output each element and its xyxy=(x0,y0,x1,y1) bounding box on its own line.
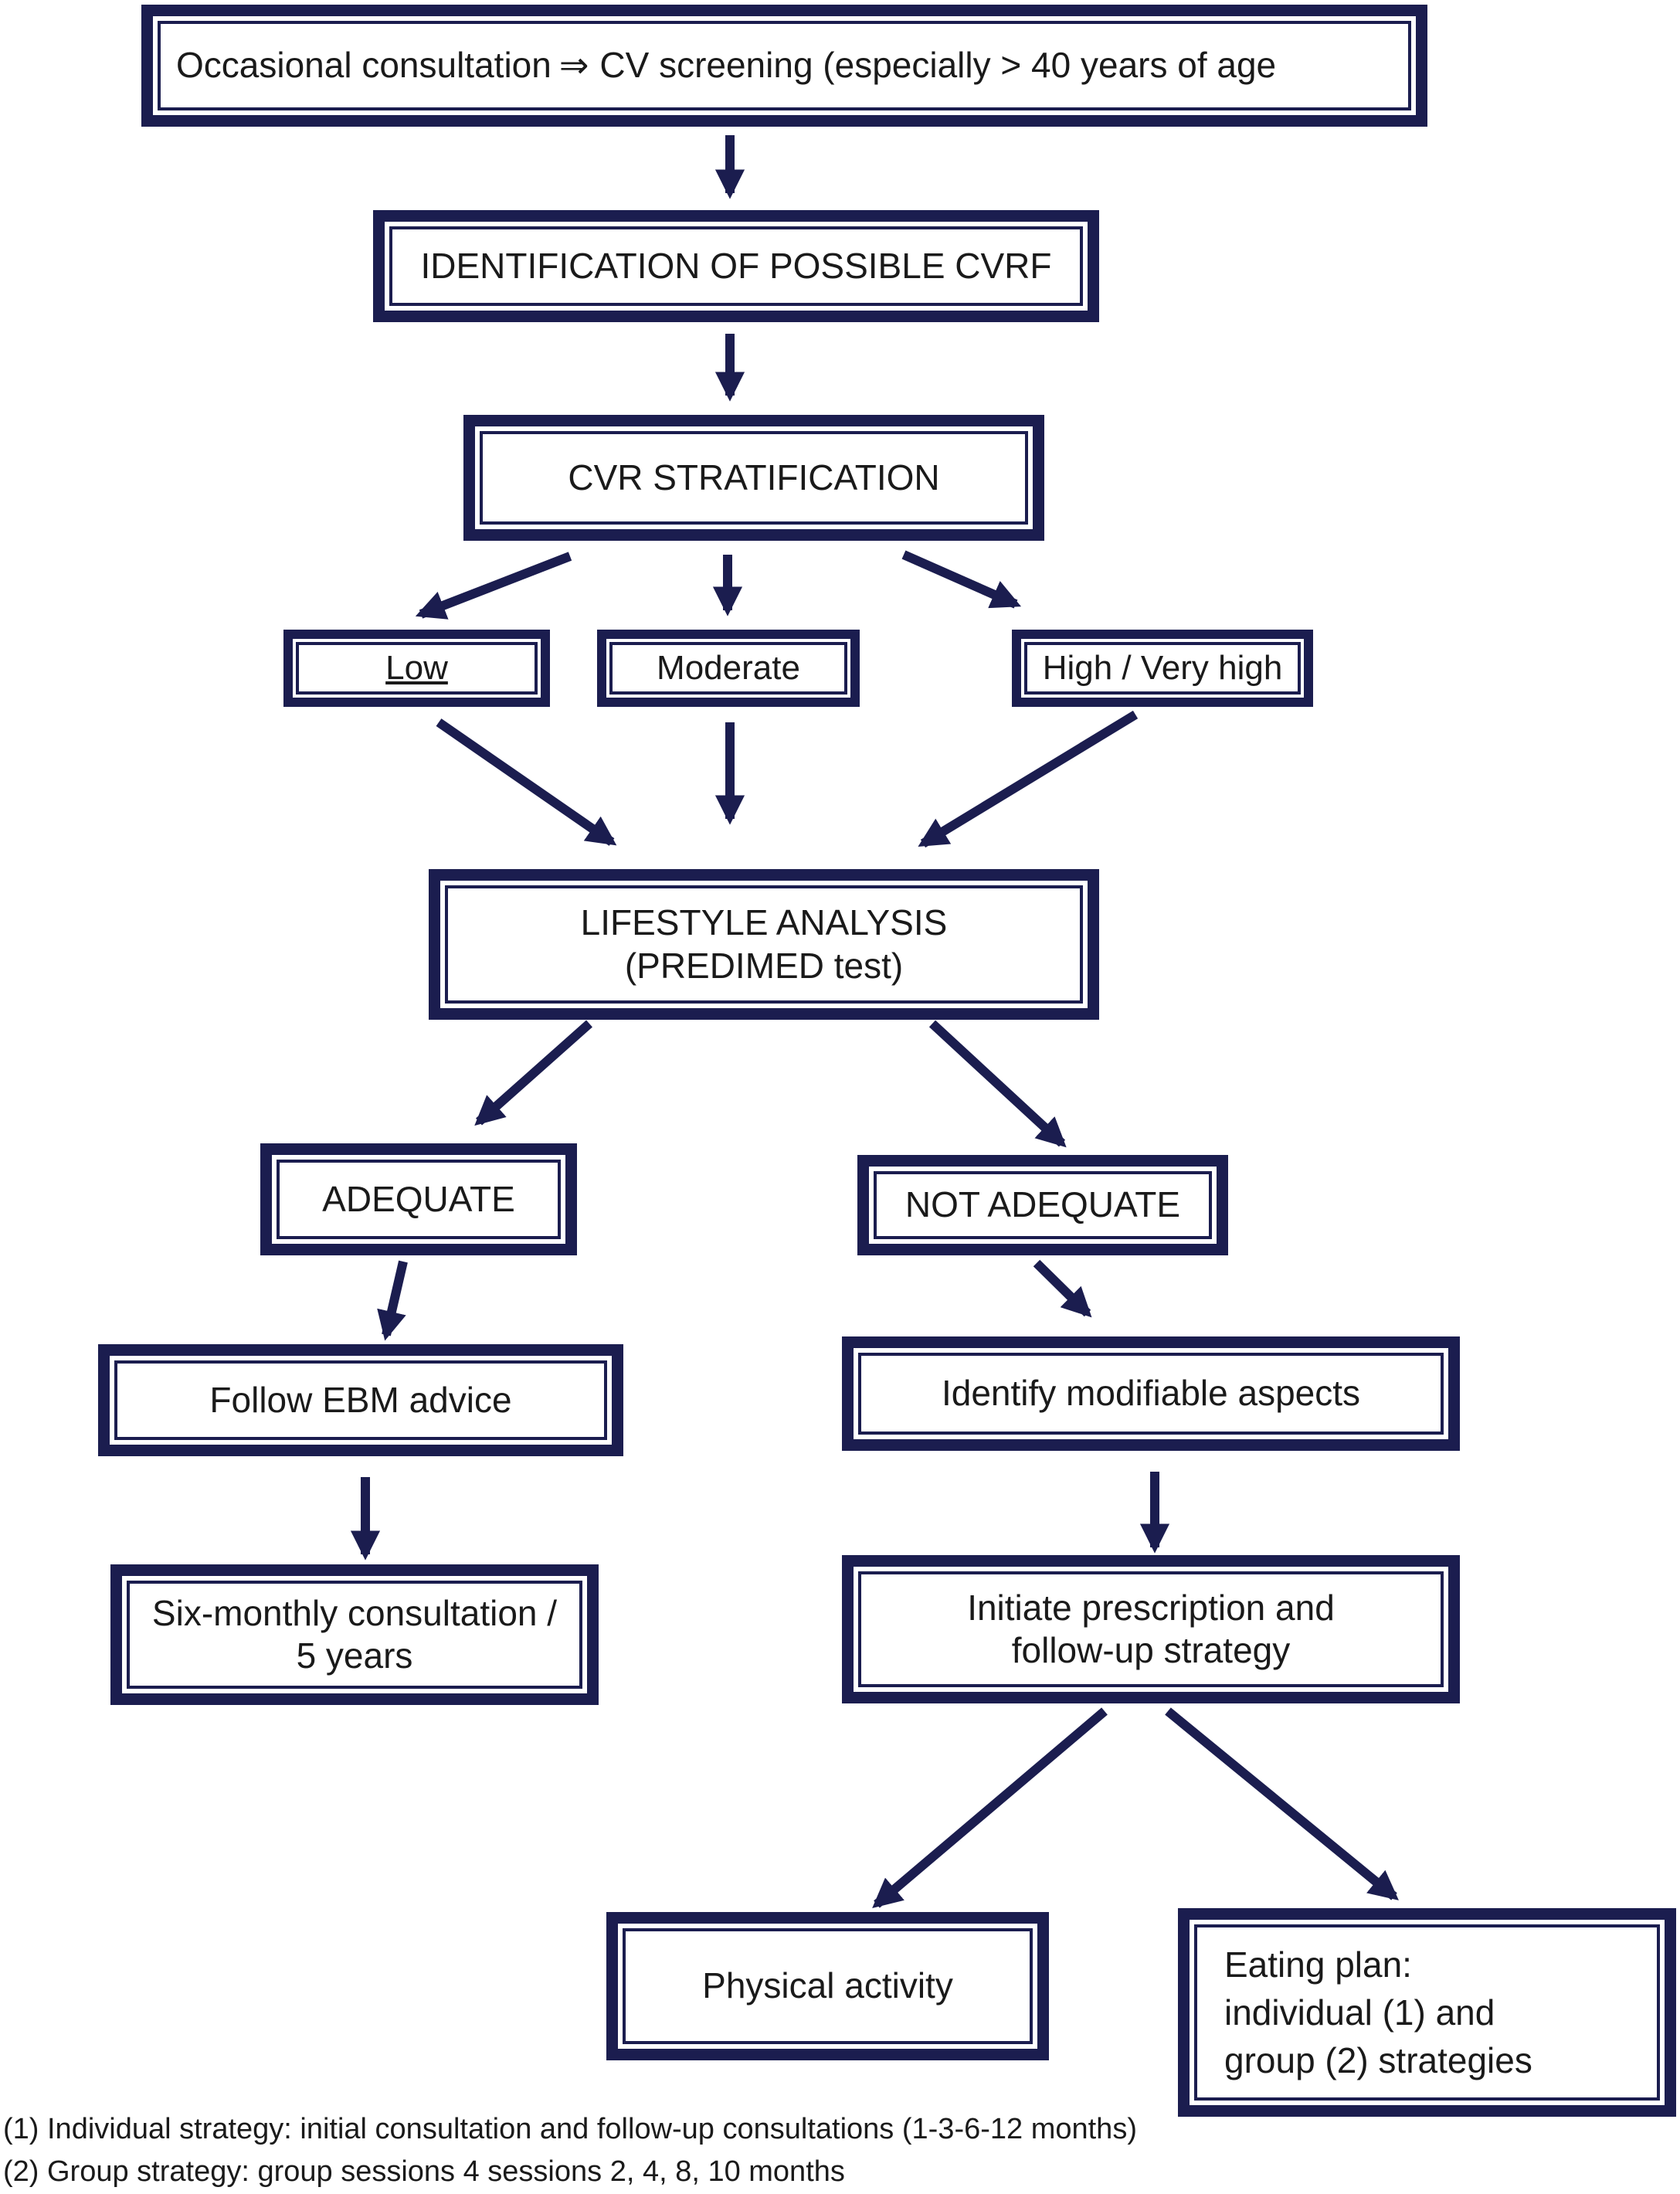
risk-moderate-text: Moderate xyxy=(657,648,800,687)
not-adequate-text: NOT ADEQUATE xyxy=(904,1184,1181,1225)
arrow-initiate-to-eating xyxy=(1165,1707,1399,1900)
adequate-box: ADEQUATE xyxy=(260,1143,577,1255)
risk-low-text: Low xyxy=(385,648,448,687)
eating-plan-box: Eating plan: individual (1) and group (2… xyxy=(1178,1908,1676,2117)
lifestyle-analysis-box: LIFESTYLE ANALYSIS (PREDIMED test) xyxy=(429,869,1099,1020)
initiate-line2: follow-up strategy xyxy=(1011,1630,1291,1670)
risk-high-box: High / Very high xyxy=(1012,630,1313,707)
screening-text-pre: Occasional consultation xyxy=(176,45,552,86)
lifestyle-line2: (PREDIMED test) xyxy=(624,945,904,986)
lifestyle-line1: LIFESTYLE ANALYSIS xyxy=(580,902,948,943)
physical-activity-box: Physical activity xyxy=(606,1912,1049,2060)
eating-line2: individual (1) and xyxy=(1224,1992,1495,2033)
risk-moderate-box: Moderate xyxy=(597,630,860,707)
eating-line1: Eating plan: xyxy=(1224,1944,1412,1985)
initiate-line1: Initiate prescription and xyxy=(967,1587,1335,1628)
follow-ebm-box: Follow EBM advice xyxy=(98,1344,623,1456)
screening-box: Occasional consultation ⇒ CV screening (… xyxy=(141,5,1427,127)
identify-modifiable-text: Identify modifiable aspects xyxy=(941,1373,1361,1414)
stratification-box: CVR STRATIFICATION xyxy=(463,415,1044,541)
footnote-2: (2) Group strategy: group sessions 4 ses… xyxy=(3,2155,845,2188)
implies-symbol: ⇒ xyxy=(558,45,589,86)
follow-ebm-text: Follow EBM advice xyxy=(209,1379,512,1420)
arrow-stratification-to-high xyxy=(901,550,1022,609)
arrow-adequate-to-follow-ebm xyxy=(377,1260,408,1341)
adequate-text: ADEQUATE xyxy=(322,1178,515,1219)
risk-high-text: High / Very high xyxy=(1042,648,1283,687)
six-monthly-line1: Six-monthly consultation / xyxy=(151,1592,558,1633)
physical-activity-text: Physical activity xyxy=(702,1965,953,2006)
stratification-text: CVR STRATIFICATION xyxy=(568,457,940,498)
six-monthly-line2: 5 years xyxy=(296,1635,413,1676)
identification-text: IDENTIFICATION OF POSSIBLE CVRF xyxy=(420,245,1052,286)
eating-line3: group (2) strategies xyxy=(1224,2040,1532,2081)
arrow-high-to-lifestyle xyxy=(918,710,1139,848)
footnote-1: (1) Individual strategy: initial consult… xyxy=(3,2113,1137,2145)
arrow-initiate-to-physical xyxy=(872,1707,1108,1908)
screening-text-post: CV screening (especially > 40 years of a… xyxy=(599,45,1277,86)
arrow-lifestyle-to-not-adequate xyxy=(928,1020,1067,1148)
arrow-not-adequate-to-identify xyxy=(1033,1259,1092,1318)
arrow-stratification-to-low xyxy=(415,552,572,620)
arrow-lifestyle-to-adequate xyxy=(474,1020,592,1126)
not-adequate-box: NOT ADEQUATE xyxy=(857,1155,1228,1255)
six-monthly-box: Six-monthly consultation / 5 years xyxy=(110,1564,599,1705)
arrow-low-to-lifestyle xyxy=(436,718,617,846)
identification-box: IDENTIFICATION OF POSSIBLE CVRF xyxy=(373,210,1099,322)
identify-modifiable-box: Identify modifiable aspects xyxy=(842,1336,1460,1451)
initiate-box: Initiate prescription and follow-up stra… xyxy=(842,1555,1460,1703)
risk-low-box: Low xyxy=(283,630,550,707)
